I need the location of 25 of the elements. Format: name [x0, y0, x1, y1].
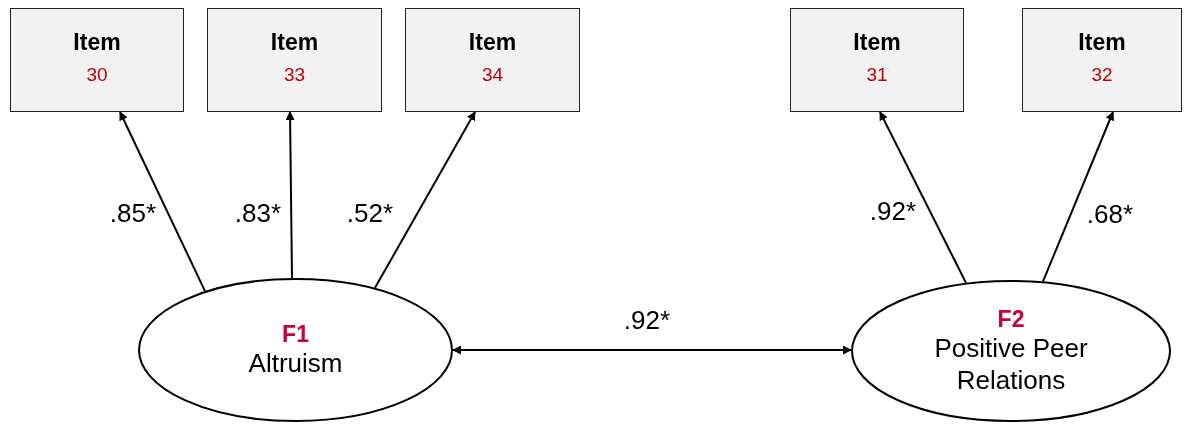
- item-number: 33: [283, 64, 306, 86]
- item-box: [790, 8, 964, 112]
- arrow: [879, 111, 967, 284]
- item-label: Item: [853, 29, 901, 56]
- factor-name: Altruism: [248, 347, 343, 380]
- item-box: [405, 8, 580, 112]
- arrow: [374, 111, 476, 289]
- item-number: 34: [481, 64, 504, 86]
- factor-label: F1: [282, 320, 309, 348]
- item-number: 32: [1091, 64, 1113, 86]
- arrow: [1042, 111, 1115, 283]
- item-number: 31: [866, 64, 888, 86]
- arrow: [119, 111, 206, 293]
- item-box: [1022, 8, 1182, 112]
- factor-name: Positive Peer Relations: [933, 333, 1089, 396]
- item-label: Item: [270, 29, 319, 56]
- item-label: Item: [468, 29, 517, 56]
- item-label: Item: [1078, 29, 1126, 56]
- factor-label: F2: [997, 306, 1025, 334]
- item-box: [10, 8, 184, 112]
- item-box: [207, 8, 382, 112]
- item-label: Item: [73, 29, 121, 56]
- arrow: [452, 345, 852, 355]
- item-number: 30: [86, 64, 108, 86]
- arrow: [285, 111, 295, 279]
